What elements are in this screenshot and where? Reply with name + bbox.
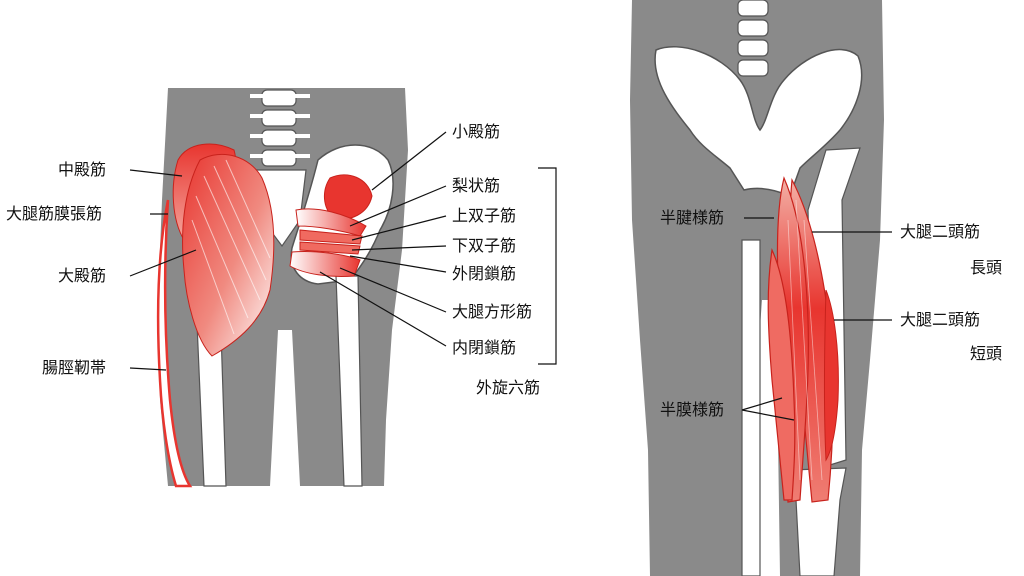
- label-biceps-long-head-1: 大腿二頭筋: [900, 222, 981, 241]
- label-piriformis: 梨状筋: [452, 176, 501, 195]
- label-iliotibial-tract: 腸脛靭帯: [42, 358, 107, 377]
- gluteus-maximus-muscle: [182, 153, 275, 357]
- gluteus-maximus-fibers: [191, 159, 271, 335]
- spine-upper: [737, 0, 769, 77]
- leader-lines-right: [741, 217, 892, 421]
- label-biceps-long-head-2: 長頭: [970, 258, 1003, 277]
- left-panel: [129, 88, 557, 488]
- femur-left-panel: [741, 239, 761, 576]
- deep-rotators: [289, 208, 367, 277]
- label-quadratus-femoris: 大腿方形筋: [452, 302, 533, 321]
- label-biceps-short-head-2: 短頭: [970, 344, 1003, 363]
- label-obturator-externus: 外閉鎖筋: [452, 264, 517, 283]
- label-gluteus-medius: 中殿筋: [58, 160, 107, 179]
- leader-lines-left: [129, 131, 557, 371]
- right-panel: [630, 0, 892, 576]
- biceps-femoris-short-head-muscle: [824, 289, 839, 462]
- semimembranosus-muscle: [767, 247, 796, 501]
- label-gluteus-maximus: 大殿筋: [58, 266, 107, 285]
- label-gluteus-minimus: 小殿筋: [452, 122, 501, 141]
- iliotibial-tract: [156, 199, 193, 488]
- label-semimembranosus: 半膜様筋: [660, 400, 725, 419]
- label-biceps-short-head-1: 大腿二頭筋: [900, 310, 981, 329]
- lumbar-spine: [250, 89, 310, 167]
- label-inferior-gemellus: 下双子筋: [452, 236, 517, 255]
- gluteus-minimus-muscle: [324, 174, 373, 220]
- label-tensor-fasciae-latae: 大腿筋膜張筋: [6, 204, 103, 223]
- label-superior-gemellus: 上双子筋: [452, 206, 517, 225]
- pelvis-bone-right: [654, 46, 863, 198]
- label-obturator-internus: 内閉鎖筋: [452, 338, 517, 357]
- label-deep-six-rotators: 外旋六筋: [476, 378, 541, 397]
- label-semitendinosus: 半腱様筋: [660, 208, 725, 227]
- hamstring-fibers: [787, 199, 823, 481]
